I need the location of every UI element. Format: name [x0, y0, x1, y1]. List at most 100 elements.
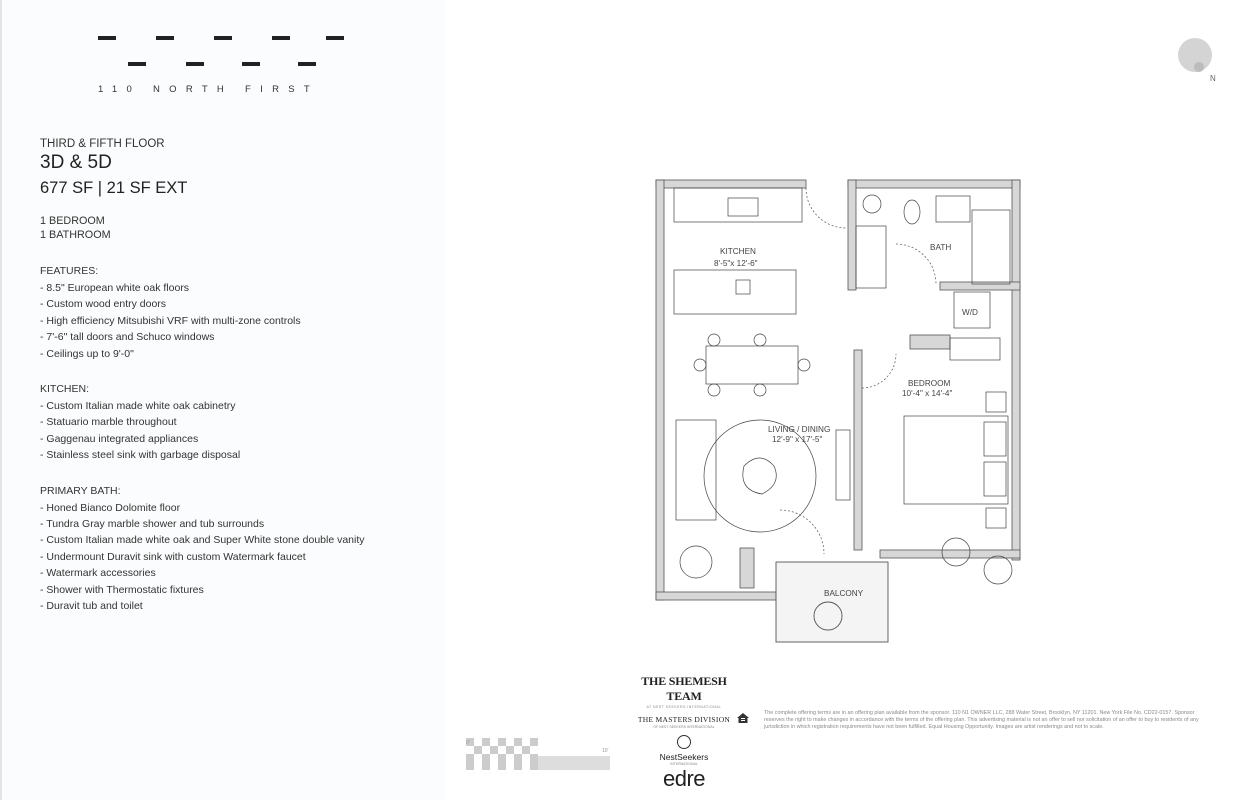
logo-text: 110 NORTH FIRST [98, 84, 319, 95]
scale-start: 0' [466, 740, 470, 746]
east-wall [1011, 179, 1021, 561]
wd-label: W/D [962, 308, 978, 317]
balcony-door-swing-icon [779, 509, 825, 555]
chair-icon [753, 333, 767, 347]
kitchen-list: - Custom Italian made white oak cabinetr… [40, 398, 440, 464]
shemesh-team-logo: THE SHEMESH TEAM [641, 674, 727, 703]
primary-bath-section: PRIMARY BATH: - Honed Bianco Dolomite fl… [40, 484, 440, 615]
unit-info: THIRD & FIFTH FLOOR 3D & 5D 677 SF | 21 … [40, 138, 440, 615]
linen-closet-icon [855, 225, 887, 289]
nightstand-icon [985, 507, 1007, 529]
entry-door-swing-icon [805, 187, 847, 229]
building-logo: 110 NORTH FIRST [98, 36, 358, 96]
bedroom-fixtures [903, 337, 1013, 585]
list-item: - Ceilings up to 9'-0" [40, 347, 134, 360]
bath-west-wall [847, 179, 857, 291]
west-wall [655, 179, 665, 601]
compass: N [1176, 36, 1216, 84]
list-item: - Gaggenau integrated appliances [40, 432, 199, 445]
coffee-table-icon [742, 457, 777, 495]
rug-icon [703, 419, 817, 533]
bathtub-icon [971, 209, 1011, 285]
features-section: FEATURES: - 8.5" European white oak floo… [40, 264, 440, 362]
bath-label: BATH [930, 243, 951, 252]
bedroom-door-swing-icon [861, 353, 897, 389]
kitchen-fixtures [673, 187, 803, 315]
balcony-table-icon [813, 601, 843, 631]
nestseekers-emblem-icon [677, 735, 691, 749]
dining-table-icon [705, 345, 799, 385]
nestseekers-sub: INTERNATIONAL [670, 762, 698, 766]
island-sink-icon [735, 279, 751, 295]
bath-south-wall [939, 281, 1021, 291]
bedroom-count: 1 BEDROOM [40, 215, 105, 227]
list-item: - Custom Italian made white oak and Supe… [40, 534, 365, 547]
list-item: - 7'-6" tall doors and Schuco windows [40, 331, 215, 344]
armchair-icon [941, 537, 971, 567]
dining-set [693, 333, 811, 397]
list-item: - Shower with Thermostatic fixtures [40, 583, 204, 596]
north-wall-bath [847, 179, 1021, 189]
primary-bath-title: PRIMARY BATH: [40, 484, 121, 497]
kitchen-sink-icon [727, 197, 759, 217]
south-wall-living [655, 591, 777, 601]
nightstand-icon [985, 391, 1007, 413]
kitchen-island [673, 269, 797, 315]
north-wall-kitchen [655, 179, 807, 189]
bathroom-count: 1 BATHROOM [40, 229, 111, 241]
bedroom-dims: 10'-4" x 14'-4" [902, 389, 952, 398]
door-swings [779, 187, 937, 555]
kitchen-label: KITCHEN [720, 247, 756, 256]
toilet-icon [903, 199, 921, 225]
edre-logo: edre [662, 766, 706, 791]
legal-disclaimer: The complete offering terms are in an of… [764, 710, 1199, 731]
primary-bath-list: - Honed Bianco Dolomite floor - Tundra G… [40, 500, 440, 615]
unit-specs: 1 BEDROOM 1 BATHROOM [40, 214, 440, 242]
kitchen-counter [673, 187, 803, 223]
bath-fixtures [855, 194, 1011, 329]
chair-icon [693, 358, 707, 372]
shemesh-team-sub: AT NEST SEEKERS INTERNATIONAL [646, 705, 722, 709]
balcony-floor [775, 561, 889, 643]
list-item: - Duravit tub and toilet [40, 600, 143, 613]
chair-icon [707, 333, 721, 347]
closet-notch [909, 334, 951, 350]
chair-icon [753, 383, 767, 397]
media-console-icon [835, 429, 851, 501]
bedroom-label: BEDROOM [908, 379, 950, 388]
balcony-label: BALCONY [824, 589, 864, 598]
kitchen-title: KITCHEN: [40, 383, 90, 396]
masters-division-sub: OF NEST SEEKERS INTERNATIONAL [653, 725, 715, 729]
floor-plan: KITCHEN 8'-5"x 12'-6" LIVING / DINING 12… [655, 179, 1021, 643]
armchair-icon [983, 555, 1013, 585]
living-label: LIVING / DINING [768, 425, 830, 434]
sink-icon [862, 194, 882, 214]
bed-icon [903, 415, 1009, 505]
living-dims: 12'-9" x 17'-5" [772, 435, 822, 444]
north-label: N [1210, 74, 1216, 83]
features-list: - 8.5" European white oak floors - Custo… [40, 280, 440, 362]
kitchen-dims: 8'-5"x 12'-6" [714, 259, 758, 268]
sofa-icon [675, 419, 717, 521]
closet-icon [949, 337, 1001, 361]
list-item: - High efficiency Mitsubishi VRF with mu… [40, 314, 301, 327]
list-item: - Custom Italian made white oak cabinetr… [40, 400, 236, 413]
unit-size: 677 SF | 21 SF EXT [40, 179, 188, 197]
balcony [775, 561, 889, 643]
list-item: - Stainless steel sink with garbage disp… [40, 449, 241, 462]
armchair-icon [679, 545, 713, 579]
list-item: - Statuario marble throughout [40, 416, 177, 429]
walls [655, 179, 1021, 601]
masters-division-logo: THE MASTERS DIVISION [637, 715, 731, 724]
south-wall-bedroom [879, 549, 1021, 559]
list-item: - Custom wood entry doors [40, 298, 167, 311]
floor-label: THIRD & FIFTH FLOOR [40, 138, 165, 150]
list-item: - Honed Bianco Dolomite floor [40, 501, 181, 514]
brand-logos: THE SHEMESH TEAM AT NEST SEEKERS INTERNA… [636, 674, 732, 791]
chair-icon [797, 358, 811, 372]
list-item: - 8.5" European white oak floors [40, 282, 190, 294]
column [739, 547, 755, 589]
list-item: - Undermount Duravit sink with custom Wa… [40, 550, 306, 563]
chair-icon [707, 383, 721, 397]
partition-wall [853, 349, 863, 551]
